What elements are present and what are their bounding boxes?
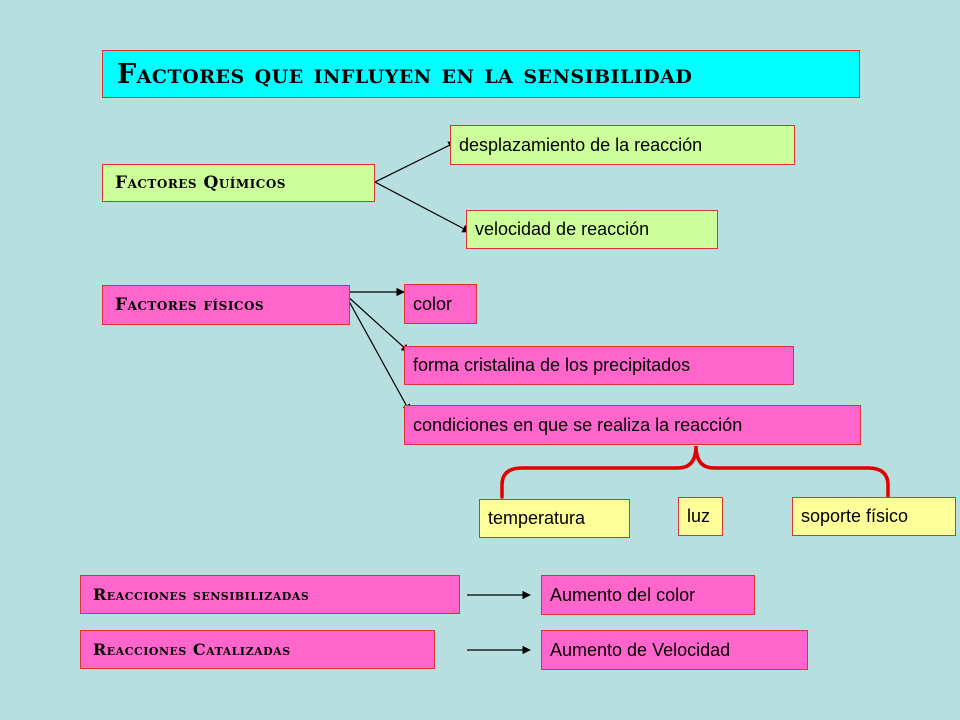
- condition-temperature: temperatura: [479, 499, 630, 538]
- chemical-factors-box: Factores Químicos: [102, 164, 375, 202]
- physical-item-color: color: [404, 284, 477, 324]
- reaction-catalyzed-box: Reacciones Catalizadas: [80, 630, 435, 669]
- physical-factors-box: Factores físicos: [102, 285, 350, 325]
- result-color-increase: Aumento del color: [541, 575, 755, 615]
- reaction-sensitized-box: Reacciones sensibilizadas: [80, 575, 460, 614]
- physical-item-conditions: condiciones en que se realiza la reacció…: [404, 405, 861, 445]
- chemical-item-displacement: desplazamiento de la reacción: [450, 125, 795, 165]
- conditions-brace: [500, 445, 890, 499]
- page-title: Factores que influyen en la sensibilidad: [102, 50, 860, 98]
- chemical-item-velocity: velocidad de reacción: [466, 210, 718, 249]
- result-velocity-increase: Aumento de Velocidad: [541, 630, 808, 670]
- physical-item-crystal: forma cristalina de los precipitados: [404, 346, 794, 385]
- arrow-physical-crystal: [344, 293, 410, 353]
- condition-light: luz: [678, 497, 723, 536]
- arrow-physical-conditions: [344, 293, 411, 413]
- arrow-chemical-displacement: [374, 141, 457, 183]
- arrow-chemical-velocity: [374, 181, 471, 233]
- condition-physical-support: soporte físico: [792, 497, 956, 536]
